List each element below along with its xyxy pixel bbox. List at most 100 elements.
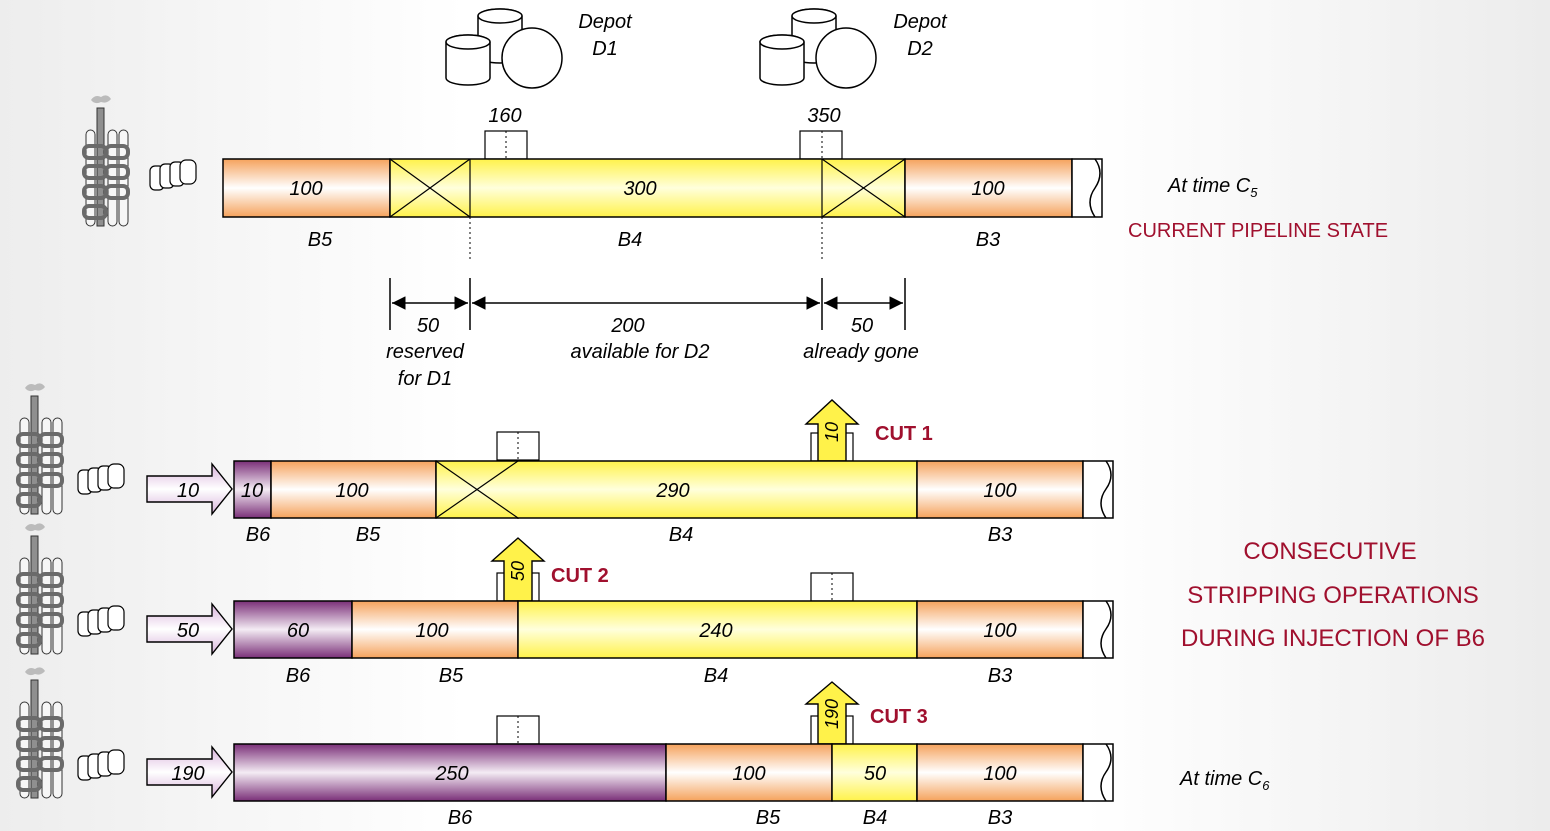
pipeline-cut2: 60 100 240 100 B6 B5 B4 B3 xyxy=(233,600,1114,687)
segment-b4-volume-cut1: 290 xyxy=(655,480,689,502)
depot-d2-id: D2 xyxy=(907,38,933,60)
segment-b5-volume: 100 xyxy=(289,178,322,200)
batch-label-b4: B4 xyxy=(618,229,642,251)
pipe-end-cut1 xyxy=(1082,460,1114,519)
pipeline-cut3: 250 100 50 100 B6 B5 B4 B3 xyxy=(233,743,1114,829)
segment-b4 xyxy=(389,158,906,218)
pipe-break-icon-cut2 xyxy=(1100,600,1112,659)
cut1-volume: 10 xyxy=(822,422,842,442)
time-c6-label: At time C6 xyxy=(1179,768,1270,793)
stripping-line2: STRIPPING OPERATIONS xyxy=(1187,582,1479,609)
batch-label-b5-cut3: B5 xyxy=(756,807,781,829)
cut3-arrow: 190 xyxy=(804,681,860,745)
segment-b6-volume-cut2: 60 xyxy=(287,620,309,642)
cut2-volume: 50 xyxy=(508,561,528,581)
segment-b4-volume-cut3: 50 xyxy=(864,763,886,785)
depot-d1-id: D1 xyxy=(592,38,618,60)
segment-b4-cut3 xyxy=(831,743,918,802)
reserved-for-d1-label: for D1 xyxy=(398,368,452,390)
reserved-volume: 50 xyxy=(417,315,439,337)
pipe-end-cut3 xyxy=(1082,743,1114,802)
depot-d2-name: Depot xyxy=(893,11,948,33)
segment-b4-volume-cut2: 240 xyxy=(698,620,732,642)
depot-d2-valve-cut2 xyxy=(810,572,854,602)
segment-b3-volume-cut1: 100 xyxy=(983,480,1016,502)
segment-b6-volume-cut3: 250 xyxy=(434,763,468,785)
depot-d1-position: 160 xyxy=(488,105,521,127)
pipe-break-icon-cut3 xyxy=(1100,743,1112,802)
dimension-lines xyxy=(389,217,906,330)
cut3-volume: 190 xyxy=(822,699,842,729)
available-label: available for D2 xyxy=(571,341,710,363)
inject-volume-cut3: 190 xyxy=(171,763,204,785)
inject-arrow-cut2: 50 xyxy=(146,602,233,656)
segment-b5-cut1 xyxy=(270,460,437,519)
batch-label-b4-cut3: B4 xyxy=(863,807,887,829)
depot-d1-valve xyxy=(484,130,528,160)
batch-label-b5: B5 xyxy=(308,229,333,251)
batch-label-b6-cut1: B6 xyxy=(246,524,271,546)
segment-b5-volume-cut3: 100 xyxy=(732,763,765,785)
time-c5-label: At time C5 xyxy=(1167,175,1258,200)
inject-volume-cut1: 10 xyxy=(177,480,199,502)
cut3-label: CUT 3 xyxy=(870,706,928,728)
segment-b6-cut3 xyxy=(233,743,667,802)
segment-b3-cut3 xyxy=(916,743,1084,802)
batch-label-b6-cut3: B6 xyxy=(448,807,473,829)
reserved-hatch xyxy=(389,158,471,218)
batch-label-b5-cut2: B5 xyxy=(439,665,464,687)
pipe-end-cut2 xyxy=(1082,600,1114,659)
depot-d1-valve-cut3 xyxy=(496,715,540,745)
segment-b5-cut3 xyxy=(665,743,833,802)
tank-battery-icon xyxy=(149,159,197,191)
batch-label-b4-cut2: B4 xyxy=(704,665,728,687)
pipe-break-icon-cut1 xyxy=(1100,460,1112,519)
inject-arrow-cut1: 10 xyxy=(146,462,233,516)
segment-b5-cut2 xyxy=(351,600,519,659)
refinery-icon xyxy=(82,93,130,229)
pipeline-current: 100 300 100 B5 B4 B3 xyxy=(222,158,1103,251)
tank-battery-icon-cut2 xyxy=(77,605,125,637)
depot-d1-valve-cut1 xyxy=(496,431,540,461)
segment-b5-volume-cut1: 100 xyxy=(335,480,368,502)
segment-b4-cut1 xyxy=(435,460,918,519)
segment-b5-volume-cut2: 100 xyxy=(415,620,448,642)
gone-volume: 50 xyxy=(851,315,873,337)
depot-d1: Depot D1 160 xyxy=(445,8,633,160)
segment-b3-volume: 100 xyxy=(971,178,1004,200)
batch-label-b3: B3 xyxy=(976,229,1000,251)
refinery-icon-cut2 xyxy=(16,521,64,656)
segment-b5 xyxy=(222,158,391,218)
reserved-label: reserved xyxy=(386,341,465,363)
cut1-arrow: 10 xyxy=(804,399,860,462)
segment-b3-cut1 xyxy=(916,460,1084,519)
segment-b6-volume-cut1: 10 xyxy=(241,480,263,502)
depot-d2-tanks-icon xyxy=(759,8,877,89)
batch-label-b5-cut1: B5 xyxy=(356,524,381,546)
cut2-arrow: 50 xyxy=(490,537,546,602)
segment-b4-volume: 300 xyxy=(623,178,656,200)
segment-b3-volume-cut2: 100 xyxy=(983,620,1016,642)
segment-b3-volume-cut3: 100 xyxy=(983,763,1016,785)
inject-arrow-cut3: 190 xyxy=(146,745,233,799)
pipeline-cut1: 10 100 290 100 B6 B5 B4 B3 xyxy=(233,460,1114,546)
depot-d2-valve xyxy=(799,130,843,160)
batch-label-b3-cut3: B3 xyxy=(988,807,1012,829)
stripping-line3: DURING INJECTION OF B6 xyxy=(1181,625,1485,652)
current-state-caption: CURRENT PIPELINE STATE xyxy=(1128,220,1388,242)
batch-label-b3-cut2: B3 xyxy=(988,665,1012,687)
stripping-line1: CONSECUTIVE xyxy=(1243,538,1416,565)
depot-d2-position: 350 xyxy=(807,105,840,127)
pipe-end xyxy=(1071,158,1103,218)
depot-d2: Depot D2 350 xyxy=(759,8,948,160)
tank-battery-icon-cut1 xyxy=(77,463,125,495)
tank-battery-icon-cut3 xyxy=(77,749,125,781)
stripping-caption: CONSECUTIVE STRIPPING OPERATIONS DURING … xyxy=(1181,538,1485,652)
already-gone-label: already gone xyxy=(803,341,919,363)
inject-volume-cut2: 50 xyxy=(177,620,199,642)
refinery-icon-cut1 xyxy=(16,381,64,516)
depot-d1-tanks-icon xyxy=(445,8,563,89)
depot-d1-name: Depot xyxy=(578,11,633,33)
batch-label-b4-cut1: B4 xyxy=(669,524,693,546)
